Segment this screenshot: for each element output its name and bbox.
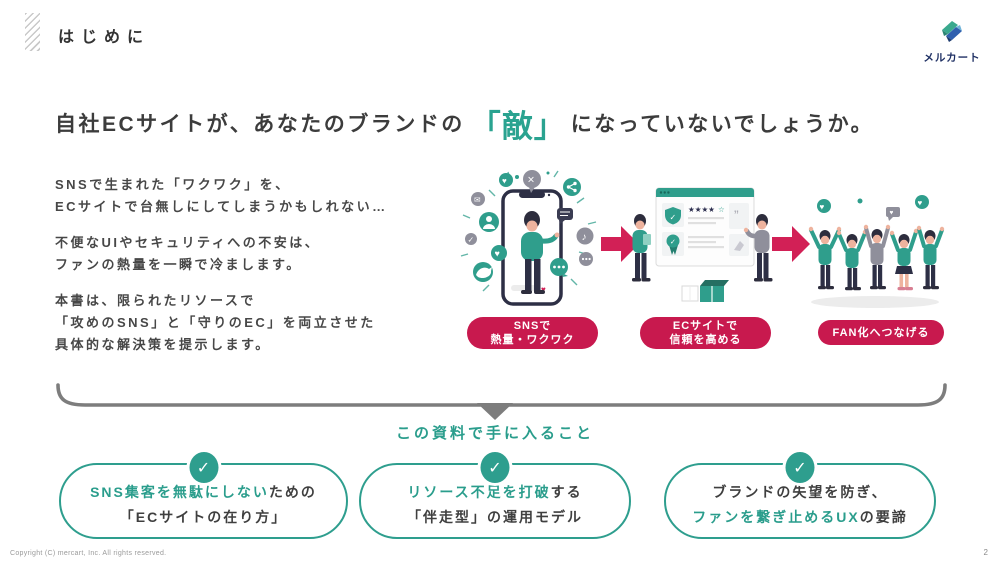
speech-bubble-icon	[557, 208, 573, 224]
svg-text:✓: ✓	[670, 239, 676, 246]
flow-step-label-fan: FAN化へつなげる	[818, 320, 944, 345]
svg-text:♥: ♥	[820, 203, 825, 212]
svg-text:♪: ♪	[582, 232, 587, 243]
benefit-text: リソース不足を打破	[407, 484, 551, 500]
tiktok-icon: ♪	[576, 227, 594, 245]
like-icon: ✓	[465, 233, 477, 245]
headline-accent: 「敵」	[469, 108, 566, 144]
intro-paragraph: 本書は、限られたリソースで 「攻めのSNS」と「守りのEC」を両立させた 具体的…	[55, 293, 376, 352]
svg-text:♥: ♥	[541, 285, 546, 294]
benefit-line: 「伴走型」の運用モデル	[407, 505, 583, 530]
person-left	[632, 214, 651, 282]
person-right	[743, 214, 773, 282]
benefit-text: ファンを繋ぎ止めるUX	[692, 509, 860, 525]
brand-logo-icon	[942, 21, 962, 42]
brand-logo-text: メルカート	[923, 52, 981, 64]
mail-icon: ✉	[471, 192, 485, 206]
page-number: 2	[983, 548, 988, 557]
intro-text: SNSで生まれた「ワクワク」を、 ECサイトで台無しにしてしまうかもしれない… …	[55, 174, 465, 370]
heart-bubble-icon: ♥	[817, 199, 831, 213]
bubble-icon	[579, 252, 593, 266]
intro-paragraph: 不便なUIやセキュリティへの不安は、 ファンの熱量を一瞬で冷まします。	[55, 235, 321, 272]
shield-check-icon	[665, 207, 681, 225]
user-icon	[479, 212, 499, 232]
benefit-text: する	[550, 484, 583, 500]
benefit-card-ux: ✓ ブランドの失望を防ぎ、 ファンを繋ぎ止めるUXの要諦	[664, 449, 936, 539]
package-boxes-icon	[681, 280, 729, 302]
benefit-text: ブランドの失望を防ぎ、	[712, 484, 888, 500]
benefit-text: の要諦	[859, 509, 908, 525]
heart-bubble-icon: ♥	[915, 195, 929, 209]
illustration-ec-site: ✓ ★★★★ ☆ ✓ ”	[632, 187, 773, 302]
flow-step-label-sns: SNSで 熱量・ワクワク	[467, 317, 598, 349]
heart-icon: ♥	[491, 245, 507, 261]
svg-text:☆: ☆	[718, 205, 725, 214]
flow-step-label-ec: ECサイトで 信頼を高める	[640, 317, 771, 349]
star-rating-icon: ★★★★	[688, 205, 715, 214]
copyright-text: Copyright (C) mercart, Inc. All rights r…	[10, 550, 167, 557]
svg-text:×: ×	[528, 173, 535, 187]
headline-post: になっていないでしょうか。	[570, 113, 875, 136]
triangle-down-icon	[477, 403, 513, 420]
benefit-line: 「ECサイトの在り方」	[120, 505, 287, 530]
svg-text:♥: ♥	[502, 177, 507, 186]
page-title: 自社ECサイトが、あなたのブランドの 「敵」 になっていないでしょうか。	[55, 100, 975, 146]
check-icon: ✓	[477, 449, 513, 486]
section-title: はじめに	[58, 29, 151, 46]
bridge-label: この資料で手に入ること	[395, 425, 594, 442]
svg-text:♥: ♥	[495, 249, 500, 259]
svg-text:✓: ✓	[468, 236, 475, 245]
hatch-decoration	[25, 13, 40, 51]
check-icon: ✓	[782, 449, 818, 486]
svg-text:✓: ✓	[670, 213, 677, 222]
benefit-text: ための	[268, 484, 317, 500]
arrow-right-icon	[601, 226, 639, 262]
arrow-right-icon	[772, 226, 810, 262]
benefit-text: 「伴走型」の運用モデル	[407, 509, 583, 525]
svg-text:♥: ♥	[890, 210, 894, 217]
illustration-cheering-fans: ♥ ♥ ♥	[808, 195, 945, 308]
brand-logo: メルカート	[916, 17, 988, 65]
benefit-text: SNS集客を無駄にしない	[90, 484, 269, 500]
svg-text:♥: ♥	[918, 199, 923, 208]
benefit-text: 「ECサイトの在り方」	[119, 509, 288, 525]
twitter-bird-icon	[473, 262, 493, 282]
benefit-line: リソース不足を打破する	[407, 480, 582, 505]
heart-bubble-icon: ♥	[499, 173, 513, 187]
ribbon-badge-icon: ✓	[666, 234, 680, 255]
chat-dots-icon	[550, 258, 568, 277]
benefit-card-resource: ✓ リソース不足を打破する 「伴走型」の運用モデル	[359, 449, 631, 539]
benefit-card-sns: ✓ SNS集客を無駄にしないための 「ECサイトの在り方」	[59, 449, 348, 539]
headline-pre: 自社ECサイトが、あなたのブランドの	[55, 113, 465, 136]
quote-icon: ”	[734, 207, 739, 223]
benefit-line: SNS集客を無駄にしないための	[90, 480, 317, 505]
svg-text:✉: ✉	[474, 196, 481, 205]
close-bubble-icon: ×	[523, 170, 541, 193]
illustration-sns-phone: ♥ ✉ ✓ ♥ ♥ × ♪	[460, 170, 597, 306]
benefit-line: ブランドの失望を防ぎ、	[712, 480, 887, 505]
share-icon	[563, 178, 581, 196]
intro-paragraph: SNSで生まれた「ワクワク」を、 ECサイトで台無しにしてしまうかもしれない…	[55, 177, 388, 214]
like-box-icon: ♥	[886, 207, 900, 221]
check-icon: ✓	[186, 449, 221, 486]
benefit-line: ファンを繋ぎ止めるUXの要諦	[692, 505, 907, 530]
